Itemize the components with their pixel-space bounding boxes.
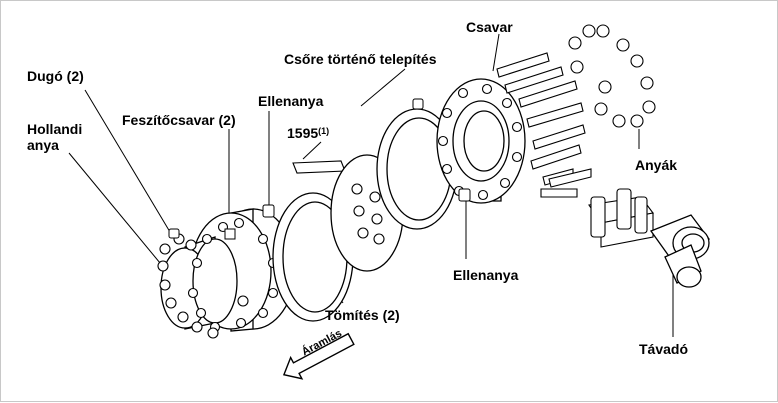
label-anyak: Anyák bbox=[635, 157, 678, 173]
label-feszitocsavar: Feszítőcsavar (2) bbox=[122, 112, 236, 128]
label-1595: 1595(1) bbox=[287, 125, 329, 141]
label-ellenanya-top: Ellenanya bbox=[258, 93, 324, 109]
leader-hollandi bbox=[68, 152, 166, 270]
orifice-holes bbox=[351, 183, 385, 245]
jam-nut-bottom-part bbox=[458, 188, 471, 202]
plug-part bbox=[168, 228, 180, 239]
label-tomites: Tömítés (2) bbox=[325, 307, 400, 323]
label-csavar: Csavar bbox=[466, 19, 513, 35]
leader-csore bbox=[360, 68, 406, 107]
transmitter bbox=[649, 214, 710, 288]
flow-arrow bbox=[282, 332, 355, 380]
leader-1595 bbox=[302, 141, 322, 160]
union-nut-bolts bbox=[157, 233, 249, 339]
bolts bbox=[496, 52, 592, 198]
label-1595-footnote: (1) bbox=[318, 126, 330, 136]
nuts bbox=[568, 24, 656, 128]
manifold bbox=[588, 188, 654, 248]
label-1595-number: 1595 bbox=[287, 125, 319, 141]
label-hollandi: Hollandi bbox=[27, 121, 83, 137]
jam-nut-top-part bbox=[262, 204, 275, 218]
jam-nut-small bbox=[412, 98, 424, 110]
leader-csavar bbox=[492, 33, 500, 72]
right-flange-bolt-holes bbox=[437, 83, 523, 201]
label-hollandi-anya: anya bbox=[27, 137, 59, 153]
right-flange bbox=[412, 78, 526, 204]
leader-dugo bbox=[84, 89, 174, 238]
jack-screw bbox=[224, 228, 236, 240]
label-ellenanya-bottom: Ellenanya bbox=[453, 267, 519, 283]
label-csore-torteno-telepites: Csőre történő telepítés bbox=[284, 51, 437, 67]
label-tavado: Távadó bbox=[639, 341, 689, 357]
label-dugo: Dugó (2) bbox=[27, 68, 84, 84]
leader-lines bbox=[68, 33, 674, 337]
